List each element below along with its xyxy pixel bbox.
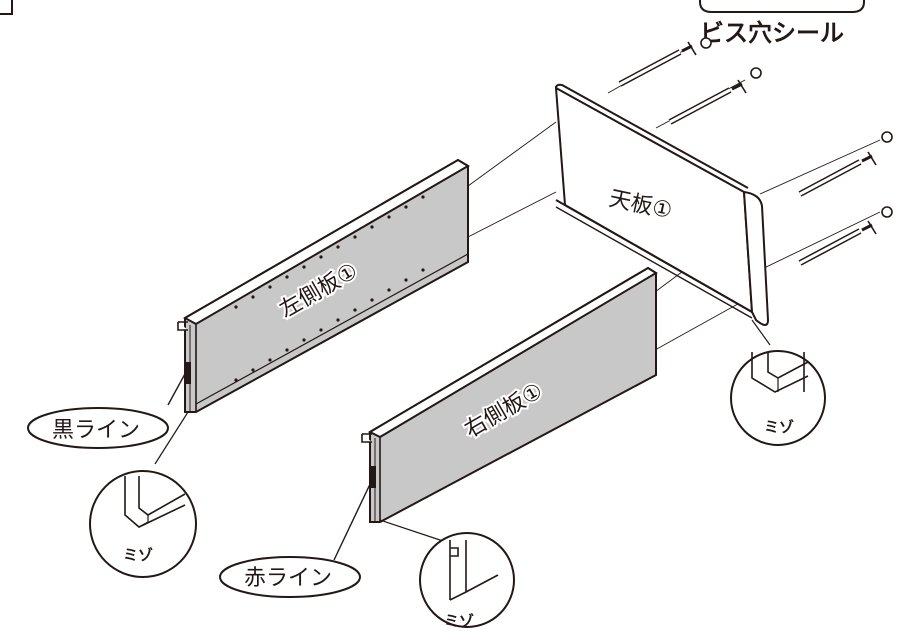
step-corner-mark bbox=[0, 0, 13, 15]
screw bbox=[798, 131, 893, 197]
screw bbox=[668, 67, 762, 125]
groove-detail-bottom bbox=[379, 519, 515, 628]
right-side-board bbox=[361, 266, 658, 523]
groove-detail-left bbox=[89, 411, 197, 578]
groove-label-top-board: ミゾ bbox=[764, 418, 794, 436]
screws bbox=[618, 37, 893, 266]
red-line-callout bbox=[219, 479, 373, 598]
black-line-callout bbox=[27, 371, 187, 449]
black-line-label: 黒ライン bbox=[52, 418, 140, 443]
groove-label-bottom: ミゾ bbox=[444, 612, 474, 630]
groove-detail-top-board bbox=[730, 319, 826, 446]
top-board bbox=[554, 83, 770, 326]
screw bbox=[798, 206, 893, 266]
shelf-pin-holes bbox=[234, 195, 425, 382]
seal-label-box bbox=[699, 0, 865, 13]
screw bbox=[618, 37, 712, 87]
groove-label-left: ミゾ bbox=[123, 546, 153, 564]
left-side-board bbox=[177, 158, 470, 413]
red-line-label: 赤ライン bbox=[244, 566, 332, 591]
screw-hole-seal-label: ビス穴シール bbox=[700, 19, 844, 47]
